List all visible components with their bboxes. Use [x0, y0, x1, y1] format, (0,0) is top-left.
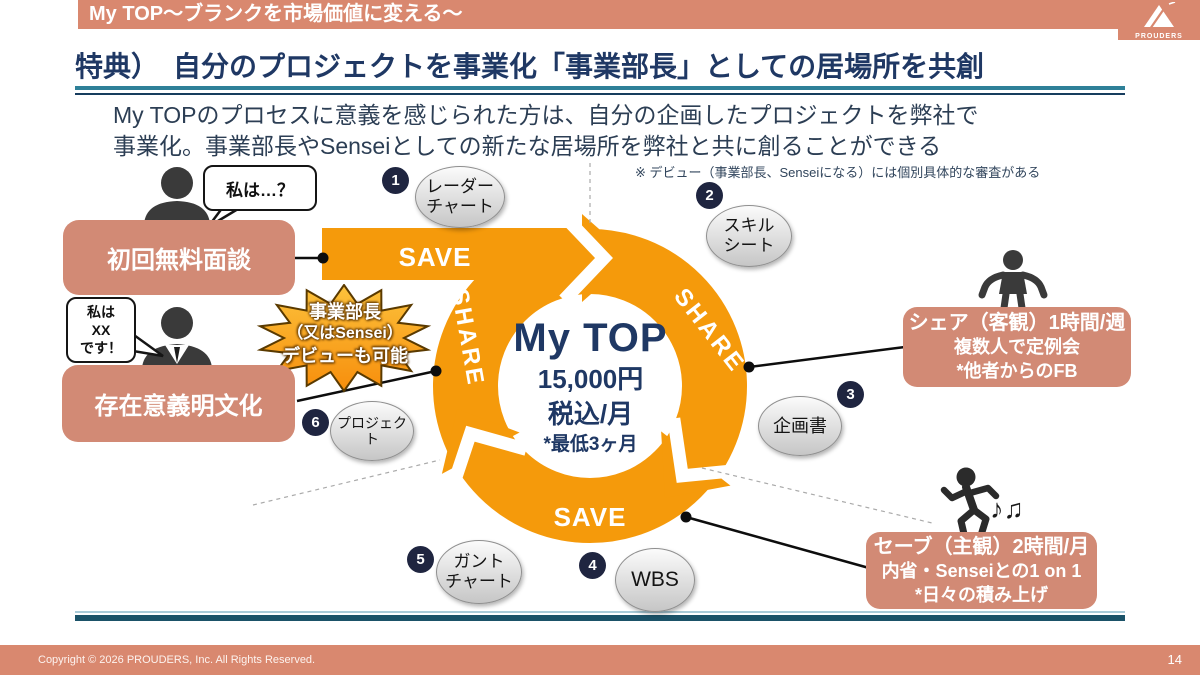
step-badge-6: 6	[302, 409, 329, 436]
copyright-text: Copyright © 2026 PROUDERS, Inc. All Righ…	[38, 654, 316, 666]
title-underline-thin	[75, 93, 1125, 95]
ellipse-proposal: 企画書	[758, 396, 842, 456]
box-first-free-meeting: 初回無料面談	[63, 220, 295, 295]
ellipse-wbs: WBS	[615, 548, 695, 612]
lead-paragraph: My TOPのプロセスに意義を感じられた方は、自分の企画したプロジェクトを弊社で…	[113, 100, 1103, 162]
arrow-junction-left	[441, 409, 529, 491]
lead-line-2: 事業化。事業部長やSenseiとしての新たな居場所を弊社と共に創ることができる	[113, 133, 942, 159]
bottom-rule-thin	[75, 611, 1125, 613]
label-save-bottom: SAVE	[553, 502, 627, 532]
music-note-icon: ♪♫	[990, 494, 1024, 524]
arrow-junction-top	[559, 211, 632, 305]
lead-line-1: My TOPのプロセスに意義を感じられた方は、自分の企画したプロジェクトを弊社で	[113, 102, 979, 128]
title-underline-thick	[75, 86, 1125, 90]
cycle-center-text: My TOP 15,000円 税込/月 *最低3ヶ月	[488, 314, 693, 459]
cycle-tax: 税込/月	[547, 399, 634, 429]
page-number: 14	[1167, 652, 1182, 667]
starburst-line-2: （又はSensei）	[287, 325, 403, 343]
footnote: ※ デビュー（事業部長、Senseiになる）には個別具体的な審査がある	[635, 165, 1041, 180]
ellipse-gantt-chart: ガント チャート	[436, 540, 522, 604]
cycle-title: My TOP	[513, 316, 668, 360]
company-logo: PROUDERS	[1118, 0, 1200, 40]
save-box-line-2: 内省・Senseiとの1 on 1	[881, 560, 1082, 581]
starburst-text: 事業部長 （又はSensei） デビューも可能	[266, 301, 424, 369]
share-box-line-2: 複数人で定例会	[954, 337, 1080, 358]
logo-text: PROUDERS	[1135, 33, 1183, 40]
step-badge-4: 4	[579, 552, 606, 579]
person-suit-icon	[142, 307, 212, 368]
ellipse-project: プロジェクト	[330, 401, 414, 461]
speech-bubble-answer: 私は XX です！	[66, 297, 136, 363]
cycle-price: 15,000円	[537, 364, 644, 394]
box-purpose-articulation: 存在意義明文化	[62, 365, 295, 442]
save-box-line-1: セーブ（主観）2時間/月	[873, 535, 1090, 558]
save-band	[322, 228, 584, 280]
starburst-shape	[256, 284, 432, 393]
ellipse-radar-chart: レーダー チャート	[415, 166, 505, 228]
share-box-line-1: シェア（客観）1時間/週	[908, 312, 1126, 335]
footer-bar: Copyright © 2026 PROUDERS, Inc. All Righ…	[0, 645, 1200, 675]
ellipse-skill-sheet: スキル シート	[706, 205, 792, 267]
person-dancing-icon	[940, 467, 1000, 538]
bottom-rule-thick	[75, 615, 1125, 621]
cycle-minimum: *最低3ヶ月	[543, 434, 638, 455]
label-save-band: SAVE	[398, 242, 472, 272]
step-badge-3: 3	[837, 381, 864, 408]
save-box-line-3: *日々の積み上げ	[914, 584, 1048, 605]
header-banner: My TOP〜ブランクを市場価値に変える〜	[78, 0, 1200, 29]
box-share-objective: シェア（客観）1時間/週 複数人で定例会 *他者からのFB	[903, 307, 1131, 387]
share-box-line-3: *他者からのFB	[956, 361, 1078, 382]
starburst-line-1: 事業部長	[309, 302, 381, 322]
step-badge-2: 2	[696, 182, 723, 209]
speech-bubble-question: 私は…？	[203, 165, 317, 211]
box-save-subjective: セーブ（主観）2時間/月 内省・Senseiとの1 on 1 *日々の積み上げ	[866, 532, 1097, 609]
page-title: 特典） 自分のプロジェクトを事業化「事業部長」としての居場所を共創	[75, 51, 985, 82]
starburst-line-3: デビューも可能	[282, 346, 408, 367]
prouders-logo-icon	[1144, 1, 1176, 30]
step-badge-5: 5	[407, 546, 434, 573]
person-bust-icon	[144, 167, 210, 224]
step-badge-1: 1	[382, 167, 409, 194]
person-shrug-icon	[978, 250, 1048, 312]
